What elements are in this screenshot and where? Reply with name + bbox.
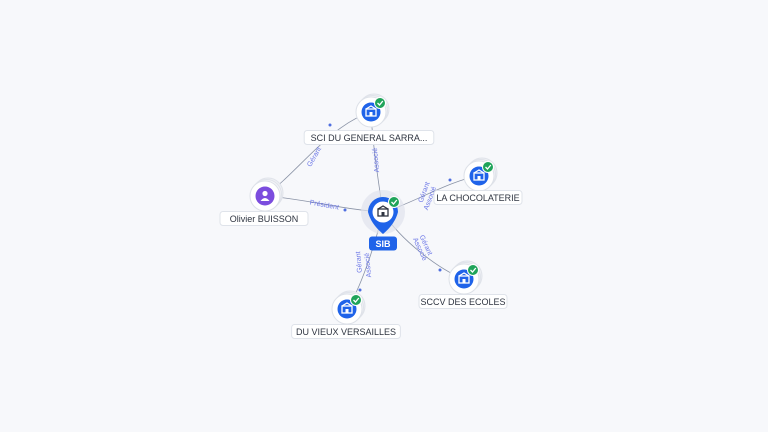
node-label: SCCV DES ECOLES	[418, 294, 508, 309]
verified-check-icon	[350, 294, 362, 306]
node-label: DU VIEUX VERSAILLES	[291, 324, 401, 339]
building-icon	[365, 105, 377, 117]
label-background	[433, 190, 523, 205]
edge-arrow-marker	[358, 288, 362, 292]
verified-check-icon	[388, 196, 400, 208]
edge-arrow-marker	[343, 208, 347, 212]
label-background	[303, 130, 435, 145]
person-icon	[260, 190, 270, 201]
label-text: Olivier BUISSON	[230, 214, 299, 224]
company-node-choco[interactable]: LA CHOCOLATERIE	[433, 157, 523, 205]
label-text: DU VIEUX VERSAILLES	[296, 327, 396, 337]
verified-check-icon	[482, 161, 494, 173]
edge-label: Président	[309, 200, 339, 212]
edge-arrow-marker	[328, 123, 332, 127]
person-node-olivier[interactable]: Olivier BUISSON	[219, 177, 309, 226]
building-icon	[458, 272, 470, 284]
label-background	[291, 324, 401, 339]
label-text: LA CHOCOLATERIE	[436, 193, 519, 203]
company-node-sci[interactable]: SCI DU GENERAL SARRA...	[303, 93, 435, 145]
building-icon	[473, 169, 485, 181]
verified-check-icon	[467, 264, 479, 276]
company-node-sccv[interactable]: SCCV DES ECOLES	[418, 260, 508, 309]
label-background	[219, 211, 309, 226]
company-node-dvv[interactable]: DU VIEUX VERSAILLES	[291, 290, 401, 339]
label-text: SCI DU GENERAL SARRA...	[311, 133, 428, 143]
edge-label: Associé	[372, 148, 381, 173]
edge-label: Gérant	[306, 146, 323, 168]
edge-olivier-sci: Gérant	[264, 111, 372, 197]
node-label: Olivier BUISSON	[219, 211, 309, 226]
nodes-layer: SCI DU GENERAL SARRA... LA CHOCOLATERIE SC…	[219, 93, 523, 339]
label-background	[369, 236, 397, 251]
building-icon	[377, 205, 389, 217]
edge-arrow-marker	[438, 268, 442, 272]
edge-label: Associé	[364, 253, 373, 278]
label-text: SIB	[375, 239, 391, 249]
center-node-label: SIB	[369, 236, 397, 251]
building-icon	[341, 302, 353, 314]
label-background	[418, 294, 508, 309]
verified-check-icon	[374, 97, 386, 109]
edge-arrow-marker	[448, 178, 452, 182]
label-text: SCCV DES ECOLES	[420, 297, 505, 307]
node-label: SCI DU GENERAL SARRA...	[303, 130, 435, 145]
center-node-sib[interactable]: SIB	[361, 190, 405, 251]
node-label: LA CHOCOLATERIE	[433, 190, 523, 205]
edge-label: Gérant	[355, 251, 364, 273]
